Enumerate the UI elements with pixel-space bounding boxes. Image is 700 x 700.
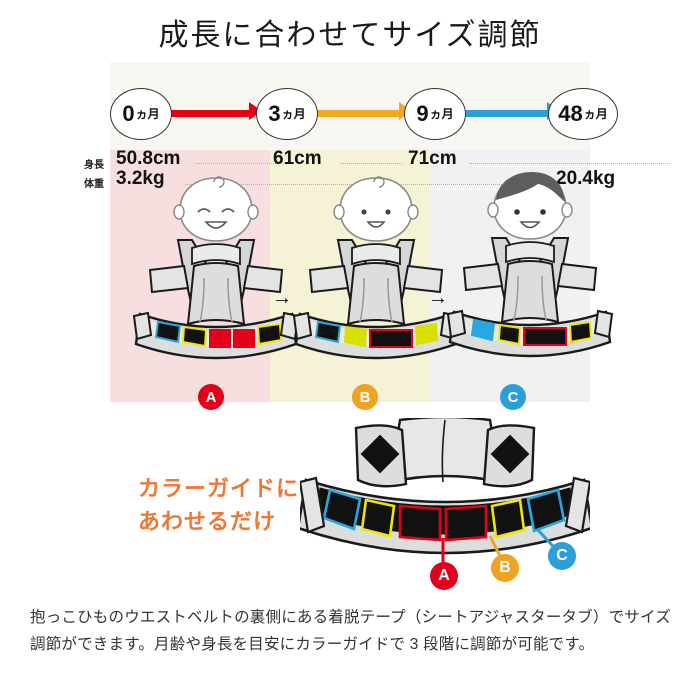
age-circle-48: 48 ヵ月 bbox=[548, 88, 618, 140]
callout-badge-c: C bbox=[548, 542, 576, 570]
color-guide-heading: カラーガイドに あわせるだけ bbox=[138, 472, 368, 538]
age-value-0: 0 bbox=[122, 101, 135, 126]
carrier-body-a bbox=[132, 239, 300, 360]
child-face-c bbox=[487, 172, 573, 240]
age-unit-48: ヵ月 bbox=[583, 107, 608, 121]
carrier-illustration-a bbox=[132, 176, 300, 360]
caption-text: 抱っこひものウエストベルトの裏側にある着脱テープ（シートアジャスタータブ）でサイ… bbox=[30, 609, 671, 654]
carrier-illustration-c bbox=[446, 172, 614, 358]
age-value-3: 3 bbox=[268, 101, 281, 126]
stage-badge-a: A bbox=[198, 384, 224, 410]
height-value-1: 61cm bbox=[273, 148, 322, 169]
height-value-2: 71cm bbox=[408, 148, 457, 169]
stage-badge-c: C bbox=[500, 384, 526, 410]
carrier-illustration-b bbox=[292, 176, 460, 360]
weight-value-1: 20.4kg bbox=[556, 168, 616, 189]
callout-badge-a: A bbox=[430, 562, 458, 590]
age-unit-0: ヵ月 bbox=[135, 107, 160, 121]
age-value-9: 9 bbox=[416, 101, 429, 126]
timeline-arrow-3-9 bbox=[315, 110, 403, 117]
color-guide-line-2: あわせるだけ bbox=[138, 509, 277, 534]
height-leader-3 bbox=[470, 163, 670, 165]
tab-row-b bbox=[314, 320, 439, 348]
weight-label: 体重 bbox=[84, 179, 104, 190]
age-unit-3: ヵ月 bbox=[281, 107, 306, 121]
baby-face-a bbox=[173, 176, 259, 242]
page-title: 成長に合わせてサイズ調節 bbox=[158, 19, 542, 52]
baby-face-b bbox=[333, 176, 419, 242]
tab-row-c bbox=[470, 318, 593, 346]
separator-arrow-b-c: → bbox=[428, 287, 448, 309]
height-leader-2 bbox=[340, 163, 402, 165]
timeline-arrow-0-3 bbox=[168, 110, 254, 117]
waistbelt-detail-illustration bbox=[300, 418, 590, 570]
stage-badge-b: B bbox=[352, 384, 378, 410]
callout-badge-b: B bbox=[491, 554, 519, 582]
color-guide-line-1: カラーガイドに bbox=[138, 476, 300, 501]
tab-row-a bbox=[154, 320, 283, 348]
age-value-48: 48 bbox=[558, 101, 583, 126]
timeline-arrow-9-48 bbox=[466, 110, 551, 117]
height-leader-1 bbox=[196, 163, 276, 165]
weight-value-0: 3.2kg bbox=[116, 168, 165, 189]
age-unit-9: ヵ月 bbox=[429, 107, 454, 121]
carrier-body-b bbox=[292, 239, 460, 360]
height-label: 身長 bbox=[84, 160, 104, 171]
height-value-0: 50.8cm bbox=[116, 148, 181, 169]
separator-arrow-a-b: → bbox=[272, 287, 292, 309]
age-circle-0: 0 ヵ月 bbox=[110, 88, 172, 140]
age-circle-3: 3 ヵ月 bbox=[256, 88, 318, 140]
age-circle-9: 9 ヵ月 bbox=[404, 88, 466, 140]
carrier-body-c bbox=[446, 237, 614, 358]
